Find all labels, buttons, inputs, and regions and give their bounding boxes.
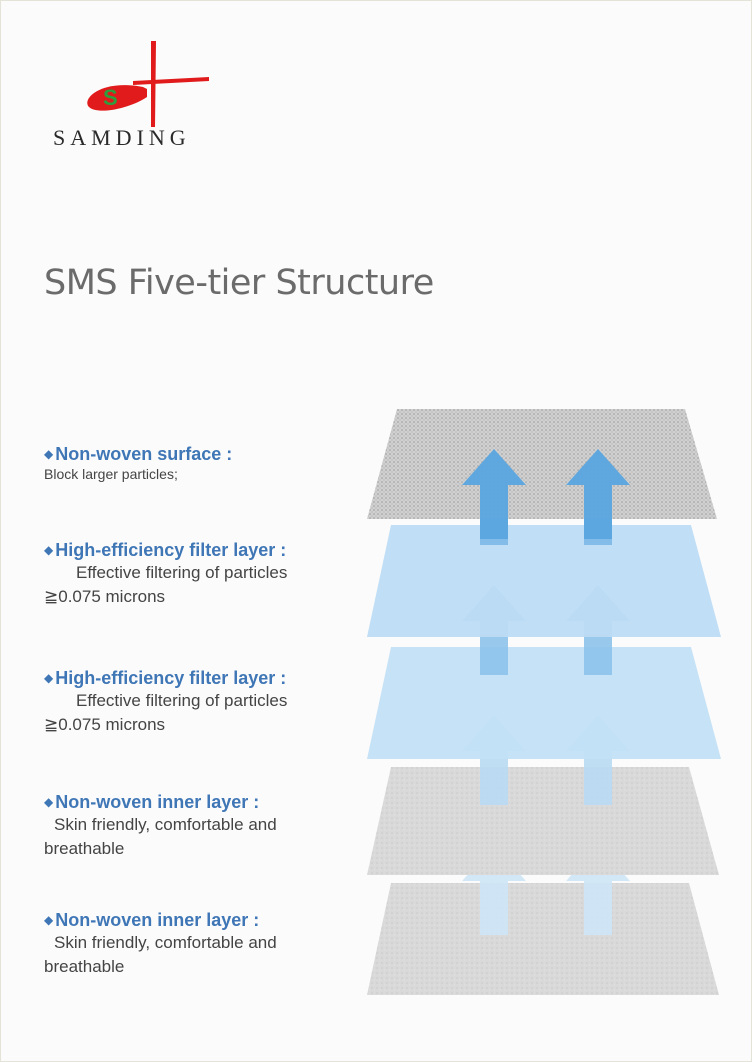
diamond-bullet-icon: ◆: [44, 447, 54, 461]
samding-logo: S SAMDING: [51, 39, 221, 150]
filter-layer-2: [367, 647, 721, 759]
layer-heading: ◆Non-woven surface :: [44, 444, 233, 464]
layer-description: Skin friendly, comfortable and breathabl…: [44, 815, 277, 858]
diamond-bullet-icon: ◆: [44, 795, 54, 809]
layer-label-3: ◆High-efficiency filter layer : Effectiv…: [44, 667, 299, 737]
layer-label-4: ◆Non-woven inner layer : Skin friendly, …: [44, 791, 314, 861]
layer-description: Block larger particles;: [44, 466, 178, 482]
diamond-bullet-icon: ◆: [44, 671, 54, 685]
filter-layer-1: [367, 525, 721, 637]
layer-heading: ◆High-efficiency filter layer :: [44, 668, 287, 688]
layer-heading: ◆Non-woven inner layer :: [44, 910, 260, 930]
brand-wordmark: SAMDING: [53, 125, 191, 150]
layer-label-5: ◆Non-woven inner layer : Skin friendly, …: [44, 909, 314, 979]
layer-label-2: ◆High-efficiency filter layer : Effectiv…: [44, 539, 299, 609]
five-tier-structure-diagram: [367, 409, 721, 995]
layer-heading: ◆Non-woven inner layer :: [44, 792, 260, 812]
layer-label-1: ◆Non-woven surface : Block larger partic…: [44, 443, 324, 483]
nonwoven-surface-layer: [367, 409, 717, 519]
diamond-bullet-icon: ◆: [44, 543, 54, 557]
layer-description: Skin friendly, comfortable and breathabl…: [44, 933, 277, 976]
diamond-bullet-icon: ◆: [44, 913, 54, 927]
nonwoven-inner-layer-2: [367, 883, 719, 995]
layer-heading: ◆High-efficiency filter layer :: [44, 540, 287, 560]
nonwoven-inner-layer-1: [367, 767, 719, 875]
layer-description: Effective filtering of particles ≧0.075 …: [44, 563, 288, 606]
samding-logo-mark: S: [87, 41, 209, 127]
svg-text:S: S: [103, 85, 118, 110]
page-title: SMS Five-tier Structure: [44, 263, 434, 303]
layer-description: Effective filtering of particles ≧0.075 …: [44, 691, 288, 734]
